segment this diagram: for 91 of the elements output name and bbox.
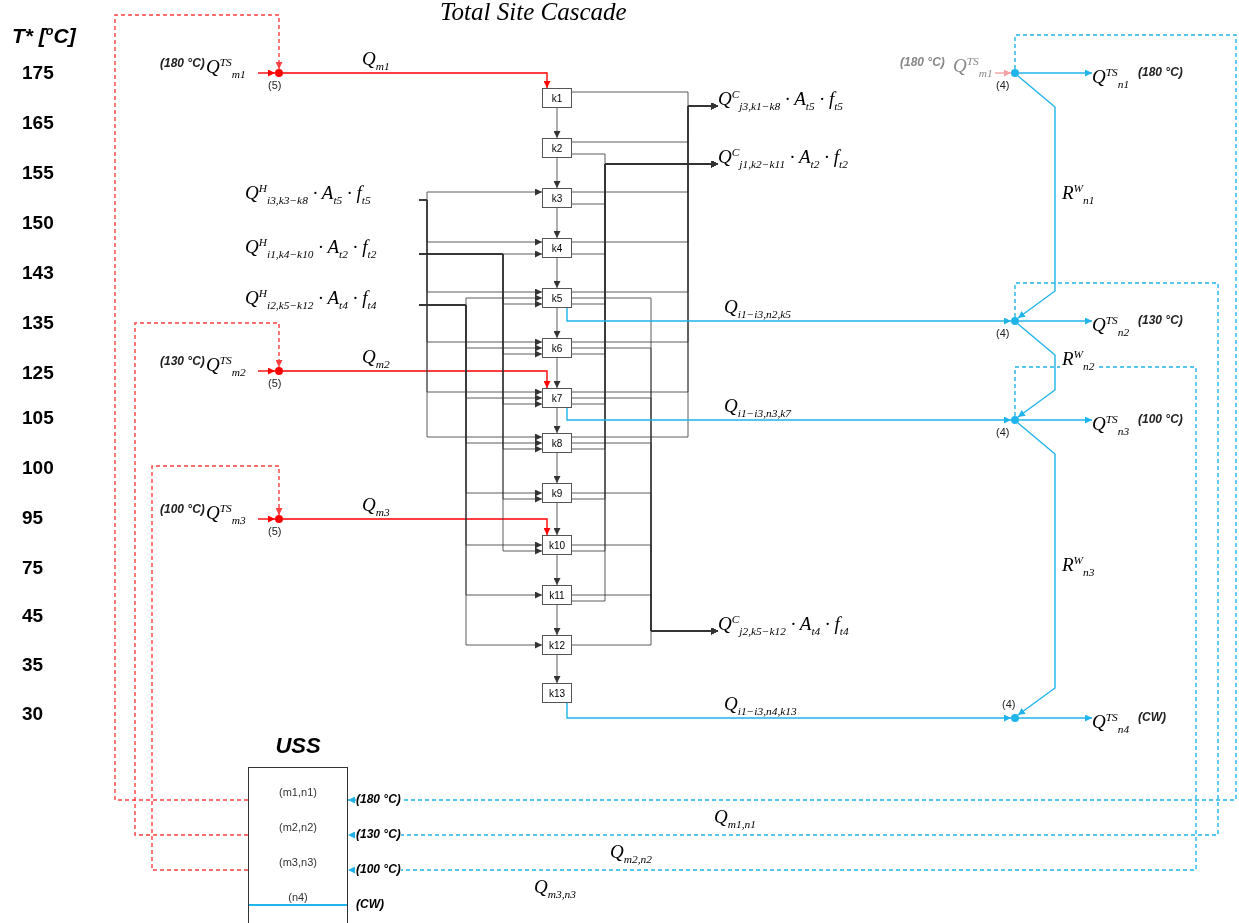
- arrow: [994, 69, 1012, 77]
- scale-value: 95: [22, 507, 44, 529]
- port-number: (4): [996, 327, 1010, 339]
- scale-value: 30: [22, 703, 44, 725]
- arrow: [114, 14, 283, 801]
- port-number: (5): [268, 377, 282, 389]
- arrow: [257, 515, 276, 523]
- row-label: (m1,n1): [278, 786, 318, 798]
- arrow: [1017, 422, 1056, 716]
- temperature-label: (180 °C): [356, 792, 401, 806]
- edge-label: Q$_{m3}$: [360, 495, 392, 516]
- temperature-label: (130 °C): [356, 827, 401, 841]
- temperature-label: (CW): [1138, 710, 1166, 724]
- arrow: [257, 69, 276, 77]
- scale-value: 105: [22, 407, 54, 429]
- row-label: (m2,n2): [278, 821, 318, 833]
- temperature-label: (180 °C): [1138, 65, 1183, 79]
- junction-dot: [275, 515, 283, 523]
- port-number: (5): [268, 79, 282, 91]
- scale-value: 165: [22, 112, 54, 134]
- interval-box: k10: [542, 535, 572, 555]
- temperature-label: (130 °C): [1138, 313, 1183, 327]
- scale-value: 135: [22, 312, 54, 334]
- scale-value: 100: [22, 457, 54, 479]
- arrow: [282, 370, 551, 389]
- row-label: (m3,n3): [278, 856, 318, 868]
- junction-dot: [1011, 69, 1019, 77]
- temperature-label: (180 °C): [160, 56, 205, 70]
- interval-box: k7: [542, 388, 572, 408]
- port-number: (4): [996, 426, 1010, 438]
- junction-dot: [275, 69, 283, 77]
- arrow: [282, 518, 551, 536]
- scale-value: 45: [22, 605, 44, 627]
- arrow: [1018, 416, 1093, 424]
- interval-box: k13: [542, 683, 572, 703]
- scale-value: 155: [22, 162, 54, 184]
- scale-value: 75: [22, 557, 44, 579]
- edge-label: Q$_{i1−i3,n4,k13}$: [722, 694, 799, 715]
- interval-box: k3: [542, 188, 572, 208]
- interval-box: k1: [542, 88, 572, 108]
- edge-label: Q$_{m1}$: [360, 49, 392, 70]
- port-number: (4): [1002, 698, 1016, 710]
- arrow: [566, 702, 1012, 722]
- junction-dot: [1011, 416, 1019, 424]
- arrow: [282, 72, 551, 89]
- port-number: (4): [996, 79, 1010, 91]
- temperature-label: (100 °C): [1138, 412, 1183, 426]
- interval-box: k12: [542, 635, 572, 655]
- arrow: [1018, 69, 1093, 77]
- edge-label: Q$_{i1−i3,n3,k7}$: [722, 396, 793, 417]
- arrow: [566, 307, 1012, 325]
- junction-dot: [1011, 317, 1019, 325]
- scale-value: 35: [22, 654, 44, 676]
- temperature-label: (180 °C): [900, 55, 945, 69]
- scale-value: 125: [22, 362, 54, 384]
- edge-label: Q$_{m2,n2}$: [608, 842, 654, 863]
- interval-box: k6: [542, 338, 572, 358]
- arrow: [347, 366, 1197, 874]
- interval-box: k11: [542, 585, 572, 605]
- scale-value: 175: [22, 62, 54, 84]
- axis-title: T* [$^{o}$C]: [12, 24, 76, 48]
- junction-dot: [275, 367, 283, 375]
- temperature-label: (100 °C): [356, 862, 401, 876]
- edge-label: Q$_{m2}$: [360, 347, 392, 368]
- arrow: [347, 34, 1237, 804]
- port-number: (5): [268, 525, 282, 537]
- interval-box: k5: [542, 288, 572, 308]
- scale-value: 150: [22, 212, 54, 234]
- arrow: [1018, 714, 1093, 722]
- temperature-label: (100 °C): [160, 502, 205, 516]
- edge-label: Q$_{m1,n1}$: [712, 807, 758, 828]
- arrow: [1017, 75, 1056, 319]
- arrow: [257, 367, 276, 375]
- interval-box: k8: [542, 433, 572, 453]
- diagram-title: Total Site Cascade: [440, 0, 627, 26]
- arrow: [347, 282, 1219, 839]
- arrow: [134, 322, 283, 836]
- arrow: [566, 407, 1012, 424]
- temperature-label: (130 °C): [160, 354, 205, 368]
- arrow: [1017, 323, 1056, 418]
- interval-box: k9: [542, 483, 572, 503]
- scale-value: 143: [22, 262, 54, 284]
- edge-label: Q$_{i1−i3,n2,k5}$: [722, 297, 793, 318]
- arrow: [1018, 317, 1093, 325]
- junction-dot: [1011, 714, 1019, 722]
- arrow: [151, 465, 283, 871]
- interval-box: k4: [542, 238, 572, 258]
- table-heading: USS: [274, 733, 322, 759]
- edge-label: Q$_{m3,n3}$: [532, 877, 578, 898]
- row-label: (n4): [287, 891, 309, 903]
- interval-box: k2: [542, 138, 572, 158]
